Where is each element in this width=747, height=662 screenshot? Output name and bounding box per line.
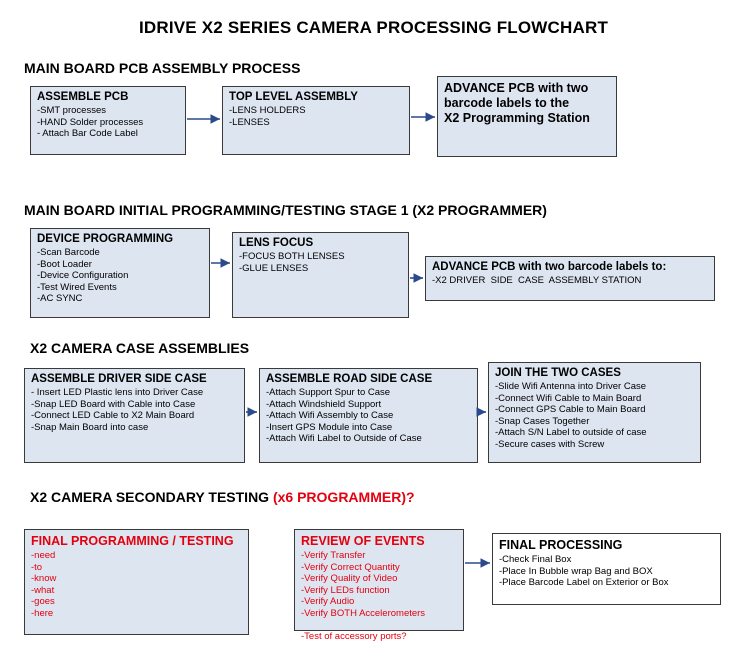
box-line: -Connect Wifi Cable to Main Board (495, 392, 642, 404)
box-line: -HAND Solder processes (37, 116, 144, 128)
box-line: -Insert GPS Module into Case (266, 421, 393, 433)
box-line: -Secure cases with Screw (495, 438, 605, 450)
box-title: LENS FOCUS (239, 237, 314, 249)
box-line: -Verify Quality of Video (301, 573, 398, 585)
box-line: -LENS HOLDERS (229, 105, 306, 116)
box-line: -goes (31, 596, 55, 608)
box-line: -Device Configuration (37, 270, 129, 282)
box-line: -FOCUS BOTH LENSES (239, 251, 345, 262)
box-line: -Connect GPS Cable to Main Board (495, 404, 646, 416)
box-line: -Attach Wifi Label to Outside of Case (266, 433, 422, 445)
section-heading-secondary-testing: X2 CAMERA SECONDARY TESTING (x6 PROGRAMM… (30, 489, 415, 505)
box-line: -Check Final Box (499, 554, 572, 565)
box-title: ADVANCE PCB with two barcode labels to: (432, 261, 667, 273)
box-line: -Verify BOTH Accelerometers (301, 607, 426, 619)
box-assemble-road-side-case[interactable]: ASSEMBLE ROAD SIDE CASE -Attach Support … (259, 368, 478, 463)
box-assemble-driver-side-case[interactable]: ASSEMBLE DRIVER SIDE CASE - Insert LED P… (24, 368, 245, 463)
box-line: - Insert LED Plastic lens into Driver Ca… (31, 387, 204, 398)
box-line: -Verify Transfer (301, 550, 366, 561)
box-line: -what (31, 584, 55, 596)
box-line: -Attach Windshield Support (266, 398, 382, 410)
box-line: -Place In Bubble wrap Bag and BOX (499, 565, 653, 577)
box-line: -Verify Audio (301, 596, 355, 608)
box-line: -AC SYNC (37, 293, 83, 305)
box-top-level-assembly[interactable]: TOP LEVEL ASSEMBLY -LENS HOLDERS -LENSES (222, 86, 410, 155)
box-title: REVIEW OF EVENTS (301, 534, 425, 548)
box-title: ASSEMBLE PCB (37, 91, 129, 103)
box-line: -Place Barcode Label on Exterior or Box (499, 577, 669, 589)
section-heading-main-board-pcb: MAIN BOARD PCB ASSEMBLY PROCESS (24, 60, 301, 76)
box-final-programming-testing[interactable]: FINAL PROGRAMMING / TESTING -need -to -k… (24, 529, 249, 635)
box-advance-pcb-driver-side[interactable]: ADVANCE PCB with two barcode labels to: … (425, 256, 715, 301)
box-line: -Attach S/N Label to outside of case (495, 427, 647, 439)
box-line: -Snap Main Board into case (31, 421, 149, 433)
box-line: -know (31, 573, 57, 585)
section-heading-case-assemblies: X2 CAMERA CASE ASSEMBLIES (30, 340, 250, 356)
box-line: -Attach Support Spur to Case (266, 387, 391, 398)
box-line: -LENSES (229, 116, 270, 128)
box-device-programming[interactable]: DEVICE PROGRAMMING -Scan Barcode -Boot L… (30, 228, 210, 318)
box-line: -Boot Loader (37, 258, 92, 270)
box-line: -X2 DRIVER SIDE CASE ASSEMBLY STATION (432, 275, 642, 286)
section-heading-initial-programming: MAIN BOARD INITIAL PROGRAMMING/TESTING S… (24, 202, 547, 218)
box-line: -Snap LED Board with Cable into Case (31, 398, 196, 410)
box-line: -GLUE LENSES (239, 262, 309, 274)
box-advance-pcb-programming-station[interactable]: ADVANCE PCB with two barcode labels to t… (437, 76, 617, 157)
box-line: -Attach Wifi Assembly to Case (266, 410, 394, 422)
box-line: -Verify LEDs function (301, 584, 390, 596)
box-line: -Snap Cases Together (495, 415, 590, 427)
box-final-processing[interactable]: FINAL PROCESSING -Check Final Box -Place… (492, 533, 721, 605)
box-title: ASSEMBLE DRIVER SIDE CASE (31, 373, 207, 385)
box-line: -SMT processes (37, 105, 106, 116)
box-line: -Connect LED Cable to X2 Main Board (31, 410, 195, 422)
box-title: TOP LEVEL ASSEMBLY (229, 91, 358, 103)
box-line: -Slide Wifi Antenna into Driver Case (495, 381, 647, 392)
box-line: -Verify Correct Quantity (301, 561, 400, 573)
box-title: FINAL PROGRAMMING / TESTING (31, 534, 234, 548)
box-lens-focus[interactable]: LENS FOCUS -FOCUS BOTH LENSES -GLUE LENS… (232, 232, 409, 318)
box-line: -need (31, 550, 56, 561)
box-line: -to (31, 561, 43, 573)
box-assemble-pcb[interactable]: ASSEMBLE PCB -SMT processes -HAND Solder… (30, 86, 186, 155)
box-line: -Test Wired Events (37, 281, 117, 293)
box-title: DEVICE PROGRAMMING (37, 233, 174, 245)
page-title: IDRIVE X2 SERIES CAMERA PROCESSING FLOWC… (138, 18, 609, 37)
box-title: JOIN THE TWO CASES (495, 367, 621, 379)
box-line: -Test of accessory ports? (301, 631, 407, 642)
box-title: ASSEMBLE ROAD SIDE CASE (266, 373, 433, 385)
box-review-of-events[interactable]: REVIEW OF EVENTS -Verify Transfer -Verif… (294, 529, 464, 642)
box-join-the-two-cases[interactable]: JOIN THE TWO CASES -Slide Wifi Antenna i… (488, 362, 701, 463)
box-line: - Attach Bar Code Label (37, 128, 138, 140)
box-line: -here (31, 607, 54, 619)
box-line: -Scan Barcode (37, 247, 100, 258)
box-title: ADVANCE PCB with two barcode labels to t… (444, 81, 590, 125)
box-title: FINAL PROCESSING (499, 538, 623, 552)
